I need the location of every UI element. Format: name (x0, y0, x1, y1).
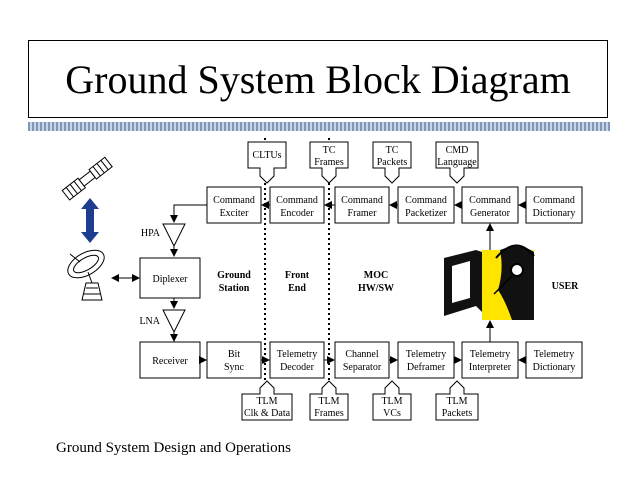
svg-text:Decoder: Decoder (280, 362, 315, 373)
tag-tlm-frames: TLM Frames (309, 380, 349, 421)
svg-text:LNA: LNA (139, 316, 160, 327)
svg-text:Command: Command (469, 195, 511, 206)
telemetry-decoder-box: Telemetry Decoder (269, 341, 325, 379)
bit-sync-box: Bit Sync (206, 341, 262, 379)
svg-text:Interpreter: Interpreter (469, 362, 512, 373)
tag-cmd-language: CMD Language (435, 141, 479, 184)
hpa-amplifier: HPA (141, 223, 186, 248)
svg-text:Frames: Frames (314, 157, 344, 168)
svg-text:Encoder: Encoder (280, 208, 314, 219)
region-moc: MOC HW/SW (358, 270, 394, 294)
svg-text:VCs: VCs (383, 408, 401, 419)
svg-text:Packetizer: Packetizer (405, 208, 447, 219)
uplink-downlink-arrow-icon (81, 198, 99, 243)
svg-text:Sync: Sync (224, 362, 245, 373)
command-framer-box: Command Framer (334, 186, 390, 224)
svg-text:TC: TC (323, 145, 336, 156)
user-label: USER (552, 281, 579, 292)
svg-text:Deframer: Deframer (407, 362, 446, 373)
svg-text:CMD: CMD (446, 145, 469, 156)
satellite-icon (61, 156, 113, 201)
telemetry-deframer-box: Telemetry Deframer (397, 341, 455, 379)
svg-text:TLM: TLM (446, 396, 467, 407)
svg-text:Station: Station (219, 283, 250, 294)
svg-text:Command: Command (213, 195, 255, 206)
svg-text:TC: TC (386, 145, 399, 156)
svg-text:Dictionary: Dictionary (533, 208, 576, 219)
tag-tc-packets: TC Packets (372, 141, 412, 184)
svg-text:TLM: TLM (381, 396, 402, 407)
title-box: Ground System Block Diagram (28, 40, 608, 118)
lna-amplifier: LNA (139, 309, 186, 334)
tag-tlm-clk-data: TLM Clk & Data (241, 380, 293, 421)
operator-icon (444, 244, 535, 320)
telemetry-dictionary-box: Telemetry Dictionary (525, 341, 583, 379)
svg-text:Channel: Channel (345, 349, 379, 360)
svg-text:Language: Language (437, 157, 477, 168)
telemetry-interpreter-box: Telemetry Interpreter (461, 341, 519, 379)
svg-text:Ground: Ground (217, 270, 251, 281)
diplexer-box: Diplexer (139, 257, 201, 299)
tag-tlm-vcs: TLM VCs (372, 380, 412, 421)
receiver-box: Receiver (139, 341, 201, 379)
svg-text:Telemetry: Telemetry (277, 349, 317, 360)
svg-text:Generator: Generator (470, 208, 511, 219)
svg-text:Diplexer: Diplexer (153, 274, 189, 285)
svg-text:Packets: Packets (442, 408, 473, 419)
page-title: Ground System Block Diagram (65, 56, 571, 102)
command-generator-box: Command Generator (461, 186, 519, 224)
svg-text:Command: Command (341, 195, 383, 206)
svg-text:Command: Command (405, 195, 447, 206)
svg-text:HPA: HPA (141, 228, 161, 239)
region-front-end: Front End (285, 270, 310, 294)
svg-text:Clk & Data: Clk & Data (244, 408, 291, 419)
exciter-to-hpa-arrow (170, 204, 207, 223)
svg-text:TLM: TLM (318, 396, 339, 407)
command-encoder-box: Command Encoder (269, 186, 325, 224)
tag-tc-frames: TC Frames (309, 141, 349, 184)
tag-cltus: CLTUs (247, 141, 287, 184)
svg-text:Exciter: Exciter (220, 208, 250, 219)
dish-antenna-icon (67, 249, 105, 301)
svg-text:Telemetry: Telemetry (406, 349, 446, 360)
command-packetizer-box: Command Packetizer (397, 186, 455, 224)
svg-text:Telemetry: Telemetry (534, 349, 574, 360)
command-dictionary-box: Command Dictionary (525, 186, 583, 224)
svg-text:Framer: Framer (348, 208, 378, 219)
svg-text:End: End (288, 283, 306, 294)
svg-text:Command: Command (533, 195, 575, 206)
svg-text:Frames: Frames (314, 408, 344, 419)
svg-text:Command: Command (276, 195, 318, 206)
svg-text:HW/SW: HW/SW (358, 283, 394, 294)
svg-text:Packets: Packets (377, 157, 408, 168)
svg-text:Bit: Bit (228, 349, 240, 360)
title-shadow (28, 122, 610, 131)
tag-tlm-packets: TLM Packets (435, 380, 479, 421)
region-ground-station: Ground Station (217, 270, 251, 294)
svg-text:Dictionary: Dictionary (533, 362, 576, 373)
svg-text:Telemetry: Telemetry (470, 349, 510, 360)
svg-text:CLTUs: CLTUs (252, 150, 281, 161)
svg-text:Front: Front (285, 270, 310, 281)
command-exciter-box: Command Exciter (206, 186, 262, 224)
svg-text:MOC: MOC (364, 270, 388, 281)
footer-caption: Ground System Design and Operations (56, 440, 291, 456)
svg-text:Separator: Separator (343, 362, 382, 373)
channel-separator-box: Channel Separator (334, 341, 390, 379)
svg-text:Receiver: Receiver (152, 356, 188, 367)
svg-text:TLM: TLM (256, 396, 277, 407)
